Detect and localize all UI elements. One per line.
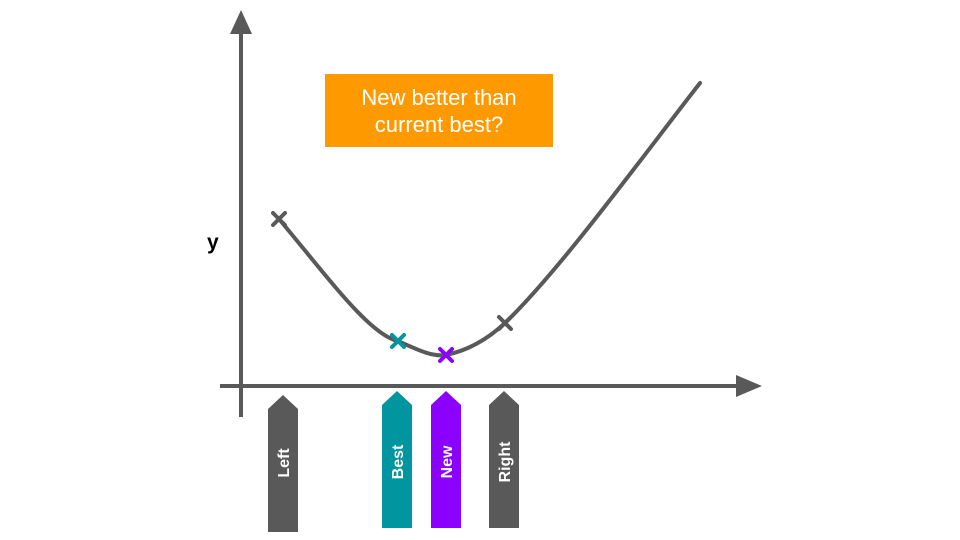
arrow-new: New xyxy=(431,391,461,528)
y-axis-label: y xyxy=(207,231,219,254)
point-new-marker xyxy=(438,347,454,363)
point-best-marker xyxy=(390,333,406,349)
arrow-left: Left xyxy=(268,395,298,532)
x-axis-arrowhead xyxy=(736,375,762,397)
arrow-right: Right xyxy=(489,391,519,528)
function-curve xyxy=(277,81,702,358)
arrow-right-label: Right xyxy=(497,441,514,483)
arrow-best: Best xyxy=(382,391,412,528)
callout-line-2: current best? xyxy=(374,111,504,137)
callout-line-1: New better than xyxy=(361,84,517,110)
point-right-marker xyxy=(497,315,513,331)
comparison-callout: New better than current best? xyxy=(325,74,553,147)
point-left-marker xyxy=(271,211,287,227)
arrow-new-label: New xyxy=(439,445,456,478)
y-axis-arrowhead xyxy=(230,10,252,34)
arrow-left-label: Left xyxy=(276,448,293,478)
arrow-best-label: Best xyxy=(390,444,407,479)
